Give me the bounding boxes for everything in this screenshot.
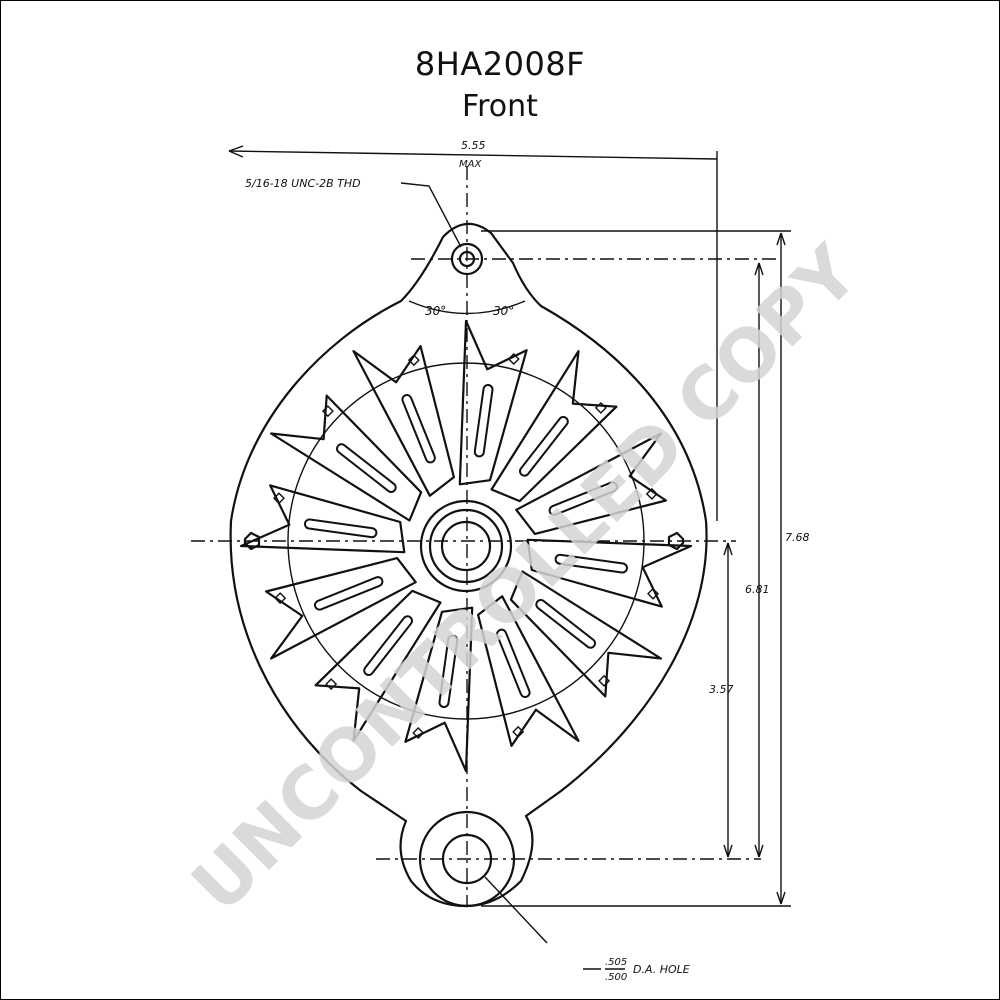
fan-slot [403,396,434,462]
shaft-bore [440,520,492,572]
hole-label: D.A. HOLE [633,963,690,976]
fan-rivet [507,353,520,365]
fan-blade [265,557,417,660]
fan-slot [498,630,529,696]
fan-blade [239,484,406,554]
thread-note: 5/16-18 UNC-2B THD [245,177,361,190]
width-dim-line [228,150,718,160]
width-suffix: MAX [459,159,482,170]
height-low-arrows [723,542,733,858]
view-subtitle: Front [462,89,538,124]
housing-outline [229,222,708,908]
fan-rivet [325,678,338,691]
fan-slot [306,520,376,537]
fan-blade [515,432,667,535]
model-title: 8HA2008F [414,45,586,83]
fan-blade [509,570,662,698]
fan-slot [556,555,626,572]
hole-dia-top: .505 [605,957,627,968]
fan-slot [440,636,457,706]
fan-blade [490,350,618,503]
hub-outer [419,499,513,593]
height-total-arrows [776,232,786,905]
hole-leader [484,876,548,944]
fan-rivet [647,587,659,600]
hole-dia-bottom: .500 [605,972,627,983]
fan-rivet [274,592,287,605]
fan-rivet [321,405,334,418]
height-mid-label: 6.81 [745,583,770,596]
fan-slot [316,578,382,609]
height-low-label: 3.57 [709,683,734,696]
angle-left-label: 30° [425,304,446,318]
fan-slot [475,386,492,456]
fan-slot [521,418,567,475]
thread-leader [400,182,462,248]
width-value: 5.55 [461,139,486,152]
fan-slot [338,445,395,491]
angle-right-label: 30° [493,304,514,318]
height-total-label: 7.68 [785,531,810,544]
fan-slot [365,617,411,674]
fan-rivet [594,401,607,414]
fan-blade [526,538,693,608]
fan-blade [458,319,528,486]
left-mount-point [243,531,261,551]
fan-rivet [645,487,658,500]
fan-rivet [412,727,425,739]
hub-middle [428,508,504,584]
width-arrow-left [228,145,244,158]
angle-arc [408,300,526,315]
fan-blade [270,394,423,522]
fan-rivet [273,492,285,505]
cooling-fan [239,319,693,773]
height-mid-arrows [754,262,764,858]
fan-rivet [512,725,525,738]
fan-rivet [407,354,420,367]
fan-slot [537,601,594,647]
fan-slot [550,483,616,514]
right-mount-point [667,531,685,551]
fan-rivet [598,674,611,687]
fan-blade [314,589,442,742]
fan-blade [352,345,455,497]
fan-blade [477,595,580,747]
uncontrolled-copy-watermark: UNCONTROLLED COPY [176,229,875,928]
